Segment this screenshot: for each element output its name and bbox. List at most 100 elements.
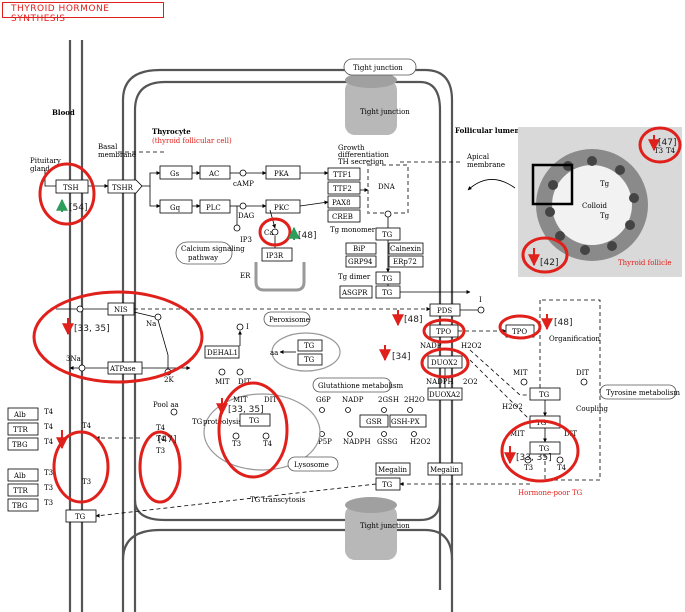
peroxisome-node: Peroxisome: [263, 311, 311, 327]
svg-text:Peroxisome: Peroxisome: [269, 316, 310, 324]
plc-node: PLC: [199, 199, 231, 214]
atpase-node: ATPase: [107, 361, 143, 375]
svg-text:T4: T4: [82, 422, 92, 430]
svg-text:2H2O: 2H2O: [404, 396, 425, 404]
svg-text:[54]: [54]: [69, 203, 87, 213]
svg-text:Tg monomer: Tg monomer: [330, 226, 376, 234]
nis-node: NIS: [107, 302, 135, 316]
svg-text:TG: TG: [382, 481, 393, 489]
svg-text:T3: T3: [524, 464, 533, 472]
svg-text:TTR: TTR: [13, 487, 28, 495]
tight-junction-bottom: Tight junction: [345, 497, 410, 560]
svg-text:T4: T4: [44, 438, 54, 446]
tg-peroxisome-top: TG: [297, 339, 323, 352]
svg-text:TG: TG: [304, 356, 315, 364]
svg-text:PDS: PDS: [437, 307, 452, 315]
svg-text:aa: aa: [270, 349, 278, 357]
svg-text:Coupling: Coupling: [576, 405, 609, 413]
svg-text:DNA: DNA: [378, 183, 396, 191]
svg-text:[47]: [47]: [658, 138, 676, 148]
svg-text:IP3R: IP3R: [266, 252, 284, 260]
highlight-tsh: [54]: [38, 162, 96, 226]
highlight-follicle-bottom: [42]: [521, 236, 569, 274]
svg-text:Tg dimer: Tg dimer: [338, 273, 371, 281]
svg-text:GRP94: GRP94: [348, 258, 373, 266]
svg-text:Glutathione metabolism: Glutathione metabolism: [318, 382, 404, 390]
svg-text:T4: T4: [44, 423, 54, 431]
blood-label: Blood: [52, 108, 75, 117]
svg-text:T3: T3: [232, 440, 241, 448]
svg-text:I: I: [246, 323, 249, 331]
tg-asgpr-node: TG: [375, 285, 401, 299]
gsh-px-node: GSH-PX: [389, 414, 427, 428]
svg-text:T3: T3: [654, 147, 663, 155]
svg-text:[48]: [48]: [404, 315, 422, 325]
creb-node: CREB: [327, 209, 361, 223]
svg-text:T4: T4: [263, 440, 273, 448]
svg-text:ER: ER: [240, 272, 251, 280]
svg-text:TG: TG: [382, 231, 393, 239]
duox2-node: DUOX2: [427, 355, 463, 369]
svg-text:[48]: [48]: [298, 231, 316, 241]
svg-text:cAMP: cAMP: [233, 180, 254, 188]
svg-text:Tg: Tg: [600, 212, 610, 220]
blood-binding-proteins: Alb TTR TBG Alb TTR TBG T4 T4 T4 T3 T3 T…: [7, 407, 54, 512]
tg-blood-node: TG: [65, 509, 97, 523]
svg-text:Tight junction: Tight junction: [353, 64, 403, 72]
tpo-lumen-node: TPO: [505, 324, 535, 338]
tg-megalin-node: TG: [375, 477, 401, 491]
pax8-node: PAX8: [327, 195, 361, 209]
svg-text:T3: T3: [44, 484, 53, 492]
svg-text:DEHAL1: DEHAL1: [207, 349, 238, 357]
megalin-cell-node: Megalin: [375, 462, 411, 476]
svg-text:TG: TG: [536, 419, 547, 427]
svg-text:TG: TG: [382, 275, 393, 283]
svg-text:Calnexin: Calnexin: [390, 245, 422, 253]
svg-text:DAG: DAG: [238, 212, 255, 220]
svg-text:DIT: DIT: [264, 396, 277, 404]
svg-text:T3: T3: [44, 499, 53, 507]
svg-text:T3: T3: [82, 478, 91, 486]
tg-lysosome-node: TG: [239, 413, 271, 427]
svg-text:Tyrosine metabolism: Tyrosine metabolism: [606, 389, 680, 397]
highlight-coupled-tg: [33, 35]: [500, 419, 580, 483]
svg-text:TG: TG: [539, 445, 550, 453]
svg-text:Basal: Basal: [98, 143, 118, 151]
thyroid-follicle-inset: Colloid Tg Tg Thyroid follicle T3 T4: [467, 127, 682, 277]
highlight-ca: [48]: [258, 217, 316, 247]
svg-text:TG: TG: [75, 513, 86, 521]
tg-coupling-top: TG: [529, 387, 561, 401]
gsr-node: GSR: [359, 414, 389, 428]
asgpr-node: ASGPR: [339, 285, 373, 299]
hormone-poor-tg-label: Hormone-poor TG: [518, 489, 583, 497]
svg-text:MIT: MIT: [215, 378, 230, 386]
svg-text:T4: T4: [666, 147, 676, 155]
svg-text:Tg: Tg: [600, 180, 610, 188]
svg-text:TG: TG: [539, 391, 550, 399]
svg-text:NADP: NADP: [342, 396, 364, 404]
svg-text:[34]: [34]: [392, 352, 410, 362]
ttf1-node: TTF1: [327, 167, 361, 181]
duoxa2-node: DUOXA2: [427, 387, 463, 401]
svg-text:GSR: GSR: [366, 418, 382, 426]
svg-text:[33, 35]: [33, 35]: [228, 405, 264, 415]
svg-text:membrane: membrane: [98, 151, 136, 159]
highlight-tpo: [48] [48]: [392, 310, 572, 344]
highlight-nis-atpase: [33, 35]: [32, 290, 204, 384]
svg-text:Megalin: Megalin: [430, 466, 459, 474]
svg-text:Gq: Gq: [170, 204, 181, 212]
svg-text:Apical: Apical: [466, 153, 490, 161]
svg-text:[48]: [48]: [554, 318, 572, 328]
svg-text:proteolysis: proteolysis: [203, 418, 242, 426]
thyroid-follicle-label: Thyroid follicle: [618, 259, 671, 267]
tyrosine-metabolism-node: Tyrosine metabolism: [599, 384, 680, 400]
highlight-blood-t3-t4: [52, 430, 110, 504]
svg-text:pathway: pathway: [188, 254, 218, 262]
svg-text:IP3: IP3: [240, 236, 252, 244]
svg-text:Alb: Alb: [13, 472, 26, 480]
gs-node: Gs: [159, 165, 193, 180]
svg-text:TTR: TTR: [13, 426, 28, 434]
svg-text:GSH-PX: GSH-PX: [391, 418, 420, 426]
svg-text:BiP: BiP: [353, 245, 365, 253]
